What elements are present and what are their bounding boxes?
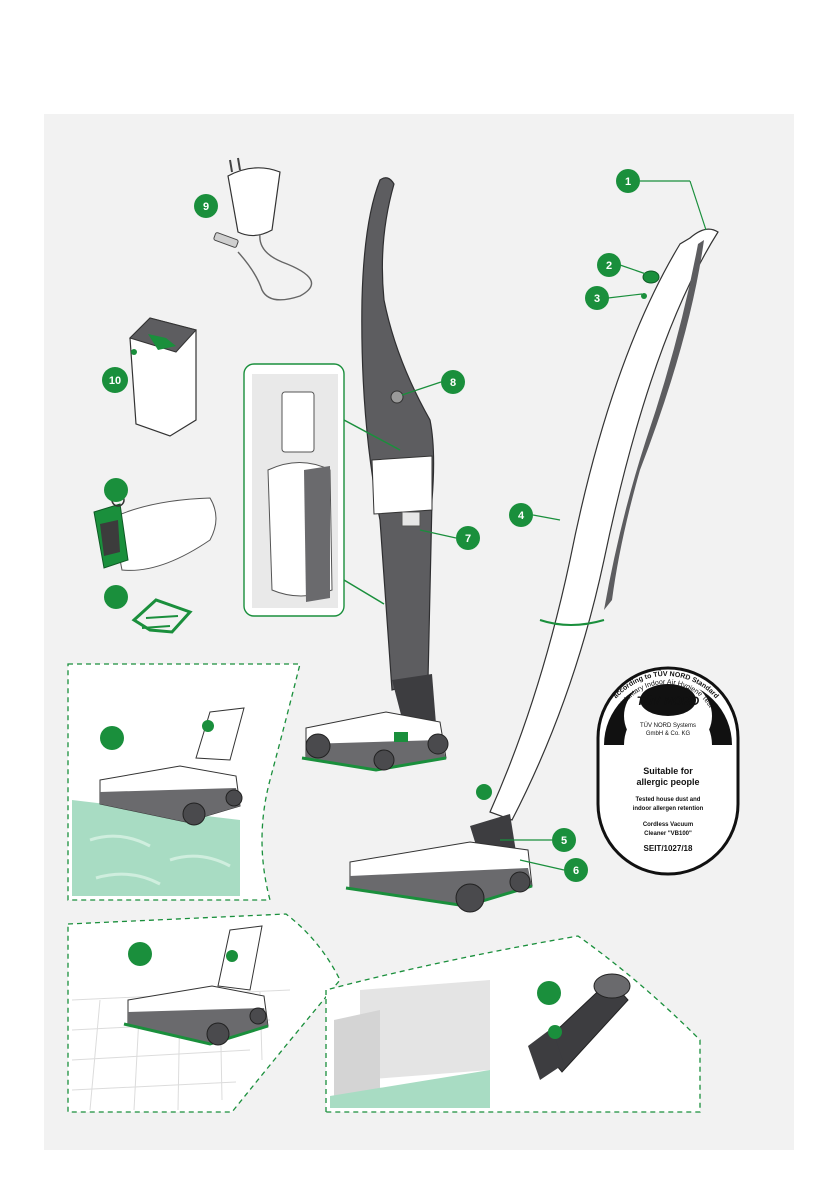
tuv-seal: TÜV NORD TÜV NORD Systems GmbH & Co. KG …: [598, 668, 738, 874]
scene-tiles: [68, 914, 340, 1112]
seal-product-line1: Cordless Vacuum: [643, 822, 693, 828]
callout-7-label: 7: [465, 533, 471, 545]
scene-carpet: [68, 664, 300, 900]
battery: [130, 318, 196, 436]
callout-4-label: 4: [518, 510, 525, 522]
callout-2-label: 2: [606, 260, 612, 272]
callout-badge-frame: [104, 585, 128, 609]
seal-product-line2: Cleaner "VB100": [644, 831, 692, 837]
seal-tested-line2: indoor allergen retention: [633, 806, 704, 812]
callout-5-label: 5: [561, 835, 567, 847]
callout-6-label: 6: [573, 865, 579, 877]
callout-10-label: 10: [109, 375, 121, 387]
callout-badge-bag: [104, 478, 128, 502]
callout-1-label: 1: [625, 176, 631, 188]
callout-3-label: 3: [594, 293, 600, 305]
seal-tested-line1: Tested house dust and: [636, 797, 701, 803]
scene-nozzle: [326, 936, 700, 1112]
callout-9-label: 9: [203, 201, 209, 213]
seal-cert-id: SEIT/1027/18: [644, 844, 693, 853]
seal-brand: TÜV NORD: [637, 693, 700, 708]
seal-headline-line2: allergic people: [636, 777, 699, 787]
filter-frame: [104, 585, 190, 632]
seal-company-line1: TÜV NORD Systems: [640, 722, 696, 729]
filter-bag: [94, 478, 216, 570]
charger: [213, 158, 311, 300]
seal-headline-line1: Suitable for: [643, 766, 693, 776]
seal-company-line2: GmbH & Co. KG: [646, 731, 691, 737]
callout-8-label: 8: [450, 377, 456, 389]
